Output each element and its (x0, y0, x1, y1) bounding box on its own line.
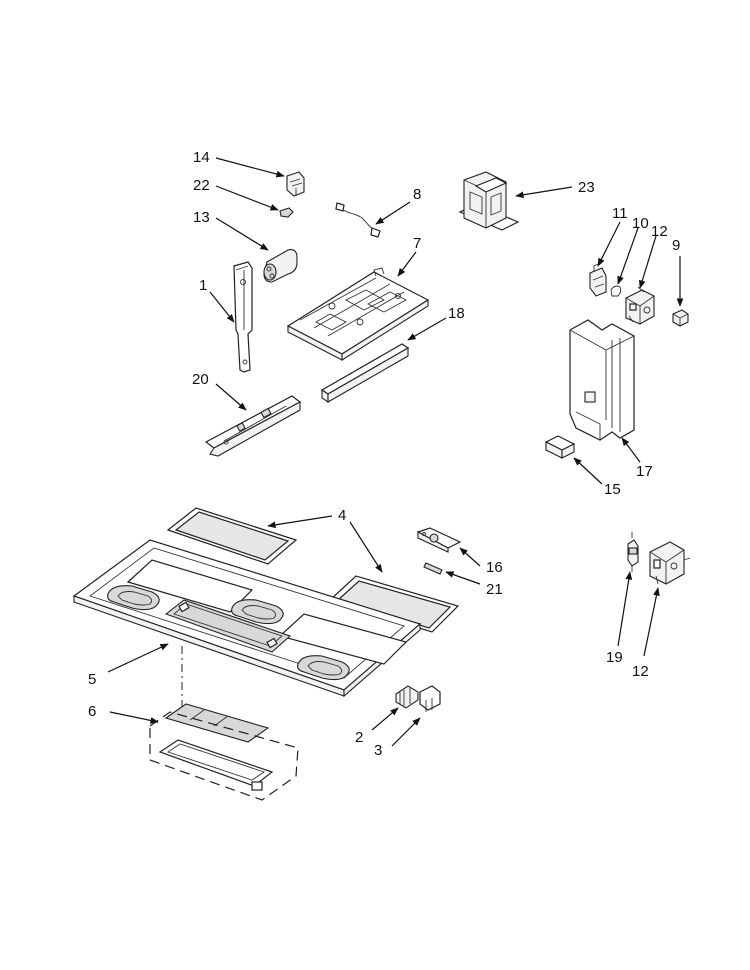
callout-6: 6 (88, 703, 96, 720)
part-5-base-plate (72, 539, 422, 698)
callout-2: 2 (355, 729, 363, 746)
callout-9: 9 (672, 237, 680, 254)
callout-23: 23 (578, 179, 595, 196)
part-1-bracket (233, 261, 253, 373)
lamp-lens-1 (107, 585, 160, 611)
part-11-switch (589, 263, 607, 297)
callout-4: 4 (338, 507, 346, 524)
part-12-latch-top (625, 286, 655, 325)
callout-labels: 14 22 13 8 23 11 10 12 9 7 1 18 20 17 15… (88, 149, 680, 759)
part-21-pin (423, 562, 443, 575)
part-22-clip (279, 207, 294, 218)
part-19-fuse (627, 532, 639, 572)
callout-14: 14 (193, 149, 210, 166)
callout-11: 11 (612, 205, 628, 222)
part-2-lamp (395, 685, 419, 709)
part-7-control-bracket (286, 267, 430, 361)
callout-16: 16 (486, 559, 503, 576)
callout-10: 10 (632, 215, 649, 232)
part-3-socket (419, 685, 441, 712)
callout-13: 13 (193, 209, 210, 226)
part-18-strip (320, 343, 410, 404)
callout-12-bottom: 12 (632, 663, 649, 680)
part-10-lever (610, 285, 622, 297)
lamp-lens-3 (297, 655, 350, 681)
callout-17: 17 (636, 463, 653, 480)
part-9-bumper (672, 309, 689, 327)
callout-19: 19 (606, 649, 623, 666)
part-23-transformer (458, 171, 520, 231)
part-4-filter-right (328, 575, 460, 633)
callout-18: 18 (448, 305, 465, 322)
callout-1: 1 (199, 277, 207, 294)
callout-3: 3 (374, 742, 382, 759)
part-16-socket-bracket (416, 527, 462, 553)
callout-12-top: 12 (651, 223, 668, 240)
part-12-latch-bottom (649, 541, 691, 585)
leader-lines (107, 157, 684, 747)
part-6-charcoal-filter (149, 703, 299, 801)
part-8-wire-harness (335, 202, 381, 238)
callout-8: 8 (413, 186, 421, 203)
part-14-switch (286, 171, 305, 197)
part-17-duct (569, 319, 635, 441)
part-20-rail (204, 395, 302, 457)
part-4-filter-left (166, 507, 298, 565)
part-13-capacitor (263, 249, 298, 283)
callout-7: 7 (413, 235, 421, 252)
lamp-lens-2 (231, 599, 284, 625)
callout-21: 21 (486, 581, 503, 598)
part-15-block (544, 435, 576, 459)
callout-5: 5 (88, 671, 96, 688)
callout-20: 20 (192, 371, 209, 388)
callout-22: 22 (193, 177, 210, 194)
callout-15: 15 (604, 481, 621, 498)
